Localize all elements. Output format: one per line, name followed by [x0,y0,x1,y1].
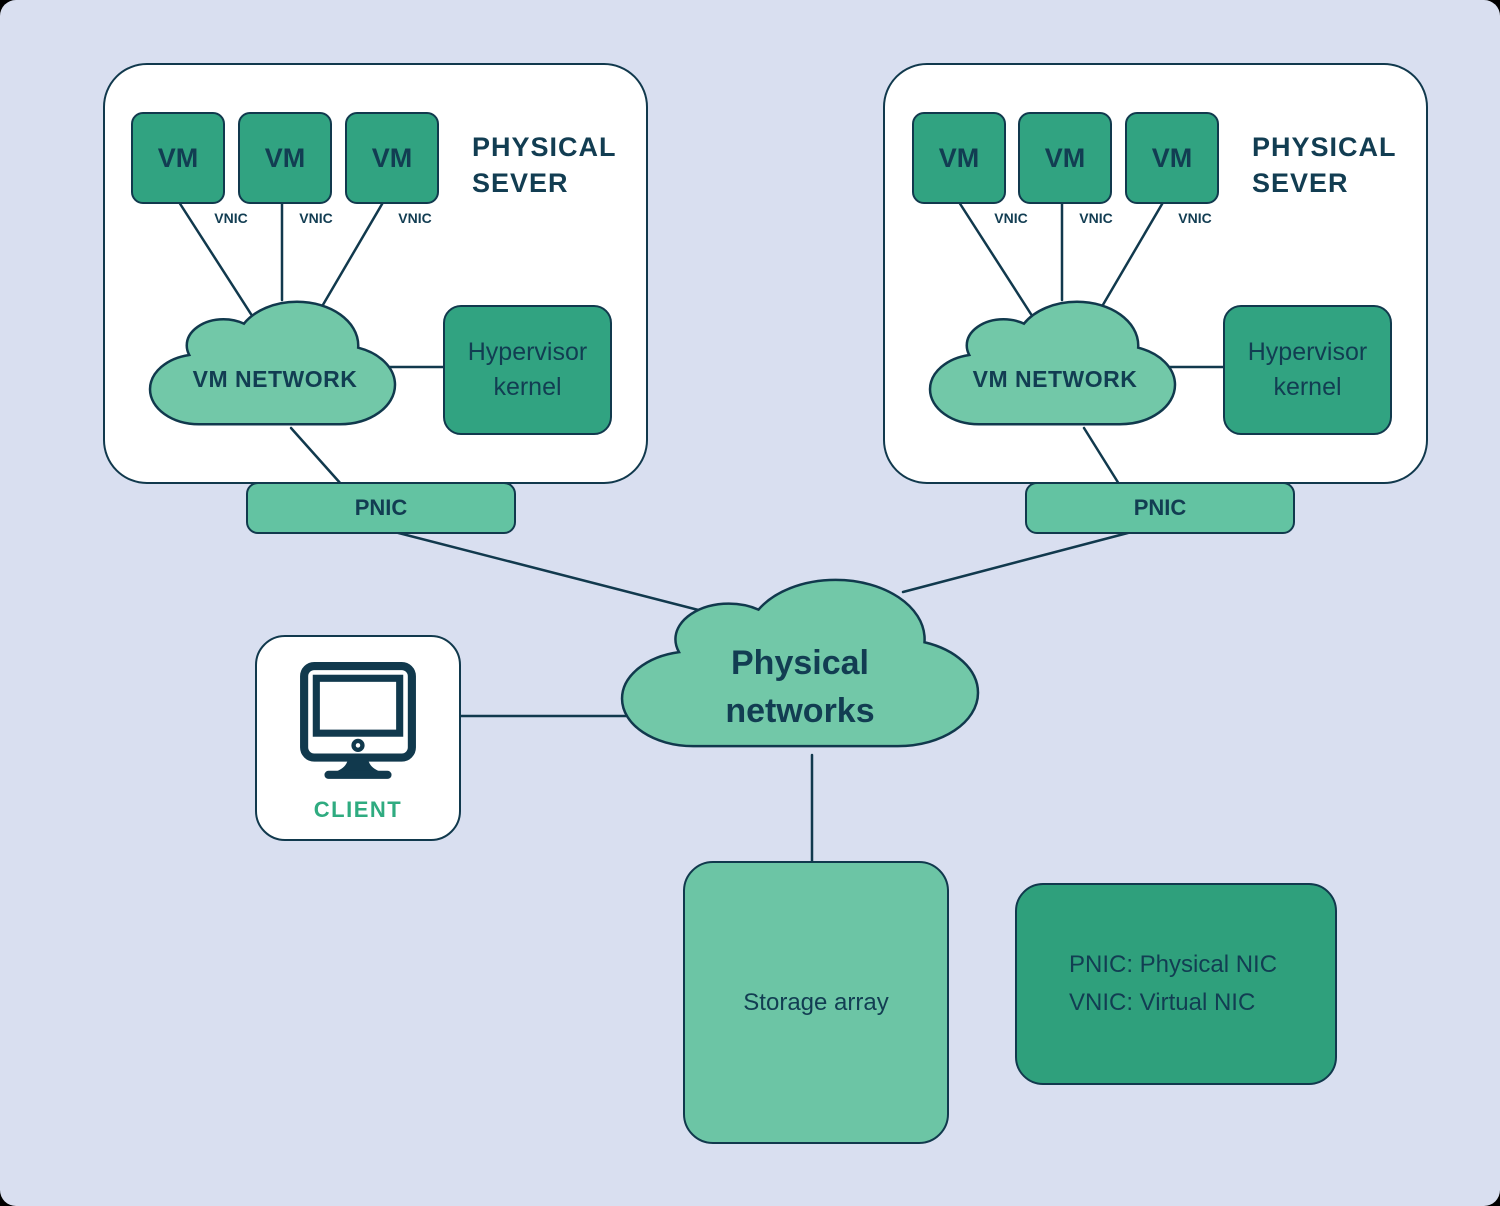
physical-networks-line1: Physical [731,644,869,682]
hypervisor-kernel-box-1: Hypervisor kernel [443,305,612,435]
storage-array-box: Storage array [683,861,949,1144]
vm-label: VM [371,142,413,173]
hypervisor-line1: Hypervisor [1247,338,1368,366]
client-label: CLIENT [313,797,403,822]
legend-line-pnic: PNIC: Physical NIC [1069,951,1278,978]
vm-box-1-1: VM [131,112,225,204]
server-title-1: PHYSICAL SEVER [472,129,632,201]
vnic-label-1-3: VNIC [398,210,432,226]
hypervisor-line1: Hypervisor [467,338,588,366]
vm-label: VM [1044,142,1086,173]
vm-label: VM [1151,142,1193,173]
line-vm1-to-network-1 [175,197,260,327]
line-vm1-to-network-2 [955,197,1040,327]
pnic-bar-2: PNIC [1025,482,1295,534]
line-network1-to-pnic1 [289,426,343,486]
vm-network-label-1: VM NETWORK [192,366,358,392]
vm-network-cloud-1 [150,302,395,424]
line-pnic1-to-physical-networks [381,527,716,616]
vnic-label-1-1: VNIC [214,210,248,226]
vnic-label-2-3: VNIC [1178,210,1212,226]
legend-line-vnic: VNIC: Virtual NIC [1069,989,1256,1016]
vm-box-1-2: VM [238,112,332,204]
server-title-1-line2: SEVER [472,168,569,198]
legend-box: PNIC: Physical NIC VNIC: Virtual NIC [1015,883,1337,1085]
vm-label: VM [938,142,980,173]
vnic-label-2-1: VNIC [994,210,1028,226]
vnic-label-1-2: VNIC [299,210,333,226]
vm-network-cloud-2 [930,302,1175,424]
pnic-label: PNIC [1133,495,1187,520]
server-title-1-line1: PHYSICAL [472,132,617,162]
line-vm3-to-network-1 [315,197,387,317]
storage-array-label: Storage array [743,988,889,1016]
client-monitor-icon [300,662,416,779]
server-title-2: PHYSICAL SEVER [1252,129,1412,201]
physical-networks-label: Physical networks [622,639,978,735]
vm-network-label-2: VM NETWORK [972,366,1138,392]
pnic-label: PNIC [354,495,408,520]
vm-box-2-1: VM [912,112,1006,204]
line-network2-to-pnic2 [1082,426,1121,486]
physical-networks-line2: networks [725,692,875,730]
physical-networks-cloud [622,580,978,746]
vm-label: VM [264,142,306,173]
server-title-2-line1: PHYSICAL [1252,132,1397,162]
vm-label: VM [157,142,199,173]
pnic-bar-1: PNIC [246,482,516,534]
vm-box-2-2: VM [1018,112,1112,204]
server-title-2-line2: SEVER [1252,168,1349,198]
vnic-label-2-2: VNIC [1079,210,1113,226]
vm-box-2-3: VM [1125,112,1219,204]
hypervisor-line2: kernel [493,373,562,401]
vm-box-1-3: VM [345,112,439,204]
hypervisor-kernel-box-2: Hypervisor kernel [1223,305,1392,435]
client-box: CLIENT [255,635,461,841]
line-pnic2-to-physical-networks [901,527,1145,594]
line-vm3-to-network-2 [1095,197,1167,317]
hypervisor-line2: kernel [1273,373,1342,401]
